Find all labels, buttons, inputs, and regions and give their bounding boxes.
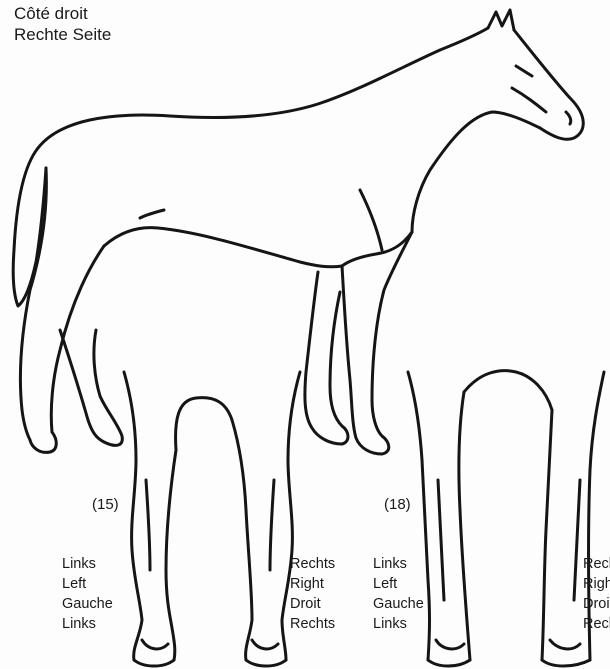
- leg-18-right-inner: [542, 410, 552, 660]
- panel-18-right-labels: Rechts Right Droit Rechts: [583, 554, 610, 634]
- horse-topline: [38, 28, 488, 148]
- panel-18-left-labels: Links Left Gauche Links: [373, 554, 424, 634]
- panel-18-left-label-nl: Links: [373, 614, 424, 634]
- panel-15-left-label-en: Left: [62, 574, 113, 594]
- panel-15-number: (15): [92, 496, 119, 514]
- leg-15-left-inner: [176, 398, 252, 660]
- panel-15-right-label-fr: Droit: [290, 594, 335, 614]
- horse-front-leg-far: [305, 272, 348, 444]
- panel-18-right-label-fr: Droit: [583, 594, 610, 614]
- panel-18-left-label-fr: Gauche: [373, 594, 424, 614]
- horse-nostril: [566, 112, 571, 124]
- horse-side-view: [13, 10, 583, 454]
- panel-15-right-labels: Rechts Right Droit Rechts: [290, 554, 335, 634]
- title-fr: Côté droit: [14, 4, 88, 24]
- leg-15-left-shank: [166, 450, 176, 660]
- panel-18-number: (18): [384, 496, 411, 514]
- horse-front-leg-near: [342, 232, 412, 454]
- hoof-15-left: [134, 640, 174, 666]
- horse-head-front: [514, 30, 583, 139]
- horse-throat: [412, 112, 540, 232]
- horse-girth-line: [140, 210, 164, 218]
- leg-15-left-outer: [124, 372, 142, 660]
- panel-15-left-labels: Links Left Gauche Links: [62, 554, 113, 634]
- hoof-15-right: [246, 640, 286, 666]
- horse-chest: [342, 232, 412, 266]
- horse-shoulder: [360, 190, 382, 250]
- hoof-18-left: [428, 640, 470, 666]
- horse-hind-hoof-near: [30, 432, 56, 452]
- panel-15-left-label-nl: Links: [62, 614, 113, 634]
- panel-18-right-label-en: Right: [583, 574, 610, 594]
- panel-18-right-label-de: Rechts: [583, 554, 610, 574]
- horse-cheek: [512, 88, 546, 112]
- panel-15-right-label-en: Right: [290, 574, 335, 594]
- panel-18-right-labels-clip: Rechts Right Droit Rechts: [583, 554, 610, 638]
- title-de: Rechte Seite: [14, 25, 111, 45]
- horse-eye: [516, 66, 532, 76]
- panel-15-right-label-nl: Rechts: [290, 614, 335, 634]
- leg-18-chest: [464, 371, 552, 410]
- panel-15-right-label-de: Rechts: [290, 554, 335, 574]
- front-legs-view-18: [408, 371, 604, 666]
- leg-18-left-inner: [459, 392, 470, 660]
- panel-18-right-label-nl: Rechts: [583, 614, 610, 634]
- horse-belly: [104, 228, 342, 267]
- panel-18-left-label-en: Left: [373, 574, 424, 594]
- panel-15-left-label-fr: Gauche: [62, 594, 113, 614]
- horse-tail: [13, 148, 46, 306]
- rear-legs-view-15: [124, 372, 300, 666]
- hoof-18-right: [542, 640, 590, 666]
- horse-hind-leg-far: [60, 330, 122, 445]
- panel-18-left-label-de: Links: [373, 554, 424, 574]
- horse-ears: [488, 10, 514, 30]
- panel-15-left-label-de: Links: [62, 554, 113, 574]
